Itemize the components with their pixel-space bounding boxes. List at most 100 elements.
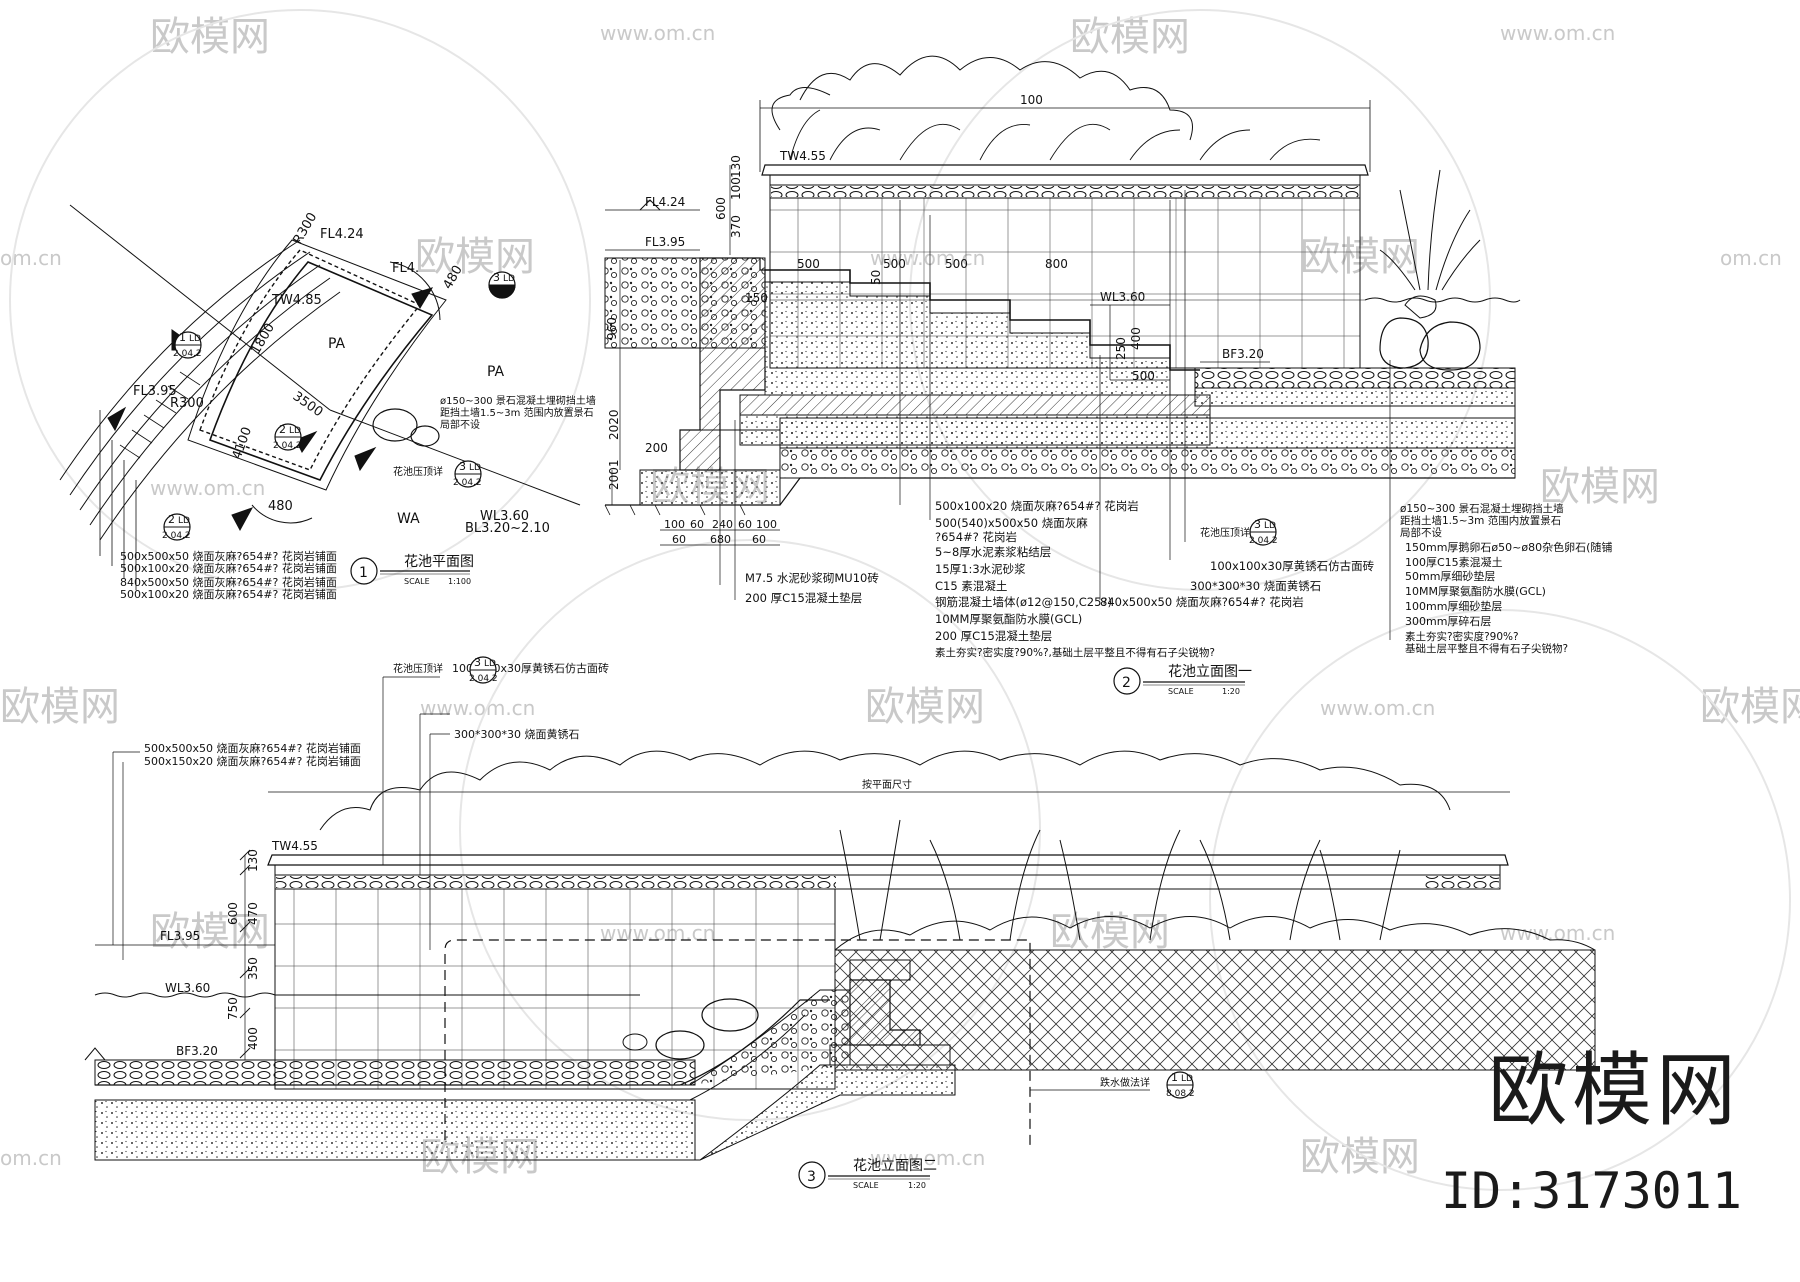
level-wl: WL3.60 [1100,290,1145,304]
detail-tag: 1 LD 8.08.2 [1166,1071,1195,1099]
svg-text:350: 350 [246,957,260,980]
watermark-logo: 欧模网 [415,234,535,280]
note-mid: 钢筋混凝土墙体(ø12@150,C25?) [935,595,1112,609]
watermark-logo: 欧模网 [1700,684,1800,730]
detail-tag: 2 LD 2.04.2 [162,513,191,541]
svg-text:600: 600 [714,197,728,220]
note-right: 素土夯实?密实度?90%? [1405,630,1519,643]
svg-text:2.04.2: 2.04.2 [453,478,482,488]
level-fl4: FL4. [392,261,419,276]
watermark-logo: 欧模网 [1540,464,1660,510]
area-pa: PA [328,336,346,352]
svg-text:1: 1 [179,331,186,344]
watermark-url: www.om.cn [600,21,715,45]
level-fl: FL3.95 [160,929,200,943]
svg-text:2001: 2001 [607,459,621,490]
level-fl395: FL3.95 [133,384,177,399]
note-mid: 15厚1:3水泥砂浆 [935,562,1026,576]
note: 500x150x20 烧面灰麻?654#? 花岗岩铺面 [144,754,361,768]
watermark-url: www.om.cn [1500,21,1615,45]
detail-tag: 3 LD 2.04.2 [453,460,482,488]
note-mid: 500(540)x500x50 烧面灰麻 [935,516,1088,530]
svg-text:2.04.2: 2.04.2 [273,441,302,451]
svg-text:60: 60 [672,533,686,546]
legend-item: 500x100x20 烧面灰麻?654#? 花岗岩铺面 [120,561,337,575]
svg-text:3: 3 [493,271,500,284]
dim-label: 4100 [230,425,255,461]
elevation-1-title-block: 2 花池立面图一 SCALE 1:20 [1113,664,1252,696]
watermark-url: www.om.cn [870,1146,985,1170]
svg-text:100: 100 [756,518,777,531]
level-fl424: FL4.24 [645,195,685,209]
detail-tag: 3 LD [488,271,516,299]
svg-text:800: 800 [1045,257,1068,271]
svg-text:LD: LD [469,463,481,473]
plan-legend: 500x500x50 烧面灰麻?654#? 花岗岩铺面 500x100x20 烧… [99,410,337,601]
brand-logo-text: 欧模网 [1488,1044,1740,1137]
level-fl395: FL3.95 [645,235,685,249]
title-number: 3 [807,1169,816,1185]
svg-text:200: 200 [645,441,668,455]
note-right: 150mm厚鹅卵石ø50~ø80杂色卵石(随铺 [1405,540,1612,554]
note-mid: 素土夯实?密实度?90%?,基础土层平整且不得有石子尖锐物? [935,646,1215,659]
plan-view [59,204,581,541]
watermark-url: www.om.cn [1320,696,1435,720]
svg-text:LD: LD [1264,521,1276,531]
scale-value: 1:20 [908,1181,926,1190]
note-center: 300*300*30 烧面黄锈石 [1190,579,1321,593]
note-mid: ?654#? 花岗岩 [935,530,1017,544]
svg-text:100: 100 [1020,93,1043,107]
svg-text:500: 500 [945,257,968,271]
svg-text:60: 60 [752,533,766,546]
note-left: M7.5 水泥砂浆砌MU10砖 [745,571,879,585]
watermark-logo: 欧模网 [1070,14,1190,60]
tag-label: 花池压顶详 [393,662,443,675]
svg-text:花池压顶详: 花池压顶详 [1200,526,1250,539]
detail-tag: 1 LD 2.04.2 [171,329,202,359]
title-number: 2 [1122,675,1131,691]
svg-text:400: 400 [246,1027,260,1050]
svg-text:2020: 2020 [607,409,621,440]
level-tw485: TW4.85 [271,293,322,308]
svg-text:130: 130 [729,155,743,178]
svg-text:500: 500 [883,257,906,271]
svg-text:LD: LD [503,274,515,284]
tag-label: 跌水做法详 [1100,1076,1150,1089]
elevation-1 [604,55,1521,640]
scale-value: 1:20 [1222,687,1240,696]
elevation-title: 花池立面图一 [1168,664,1252,680]
svg-text:60: 60 [690,518,704,531]
scale-label: SCALE [853,1181,879,1190]
svg-text:400: 400 [1129,327,1143,350]
note-mid: 500x100x20 烧面灰麻?654#? 花岗岩 [935,499,1139,513]
watermark-logo: 欧模网 [150,909,270,955]
svg-text:2.04.2: 2.04.2 [1249,536,1278,546]
svg-text:60: 60 [738,518,752,531]
plan-title-block: 1 花池平面图 SCALE 1:100 [350,554,474,586]
svg-text:2: 2 [279,423,286,436]
note-right: 100厚C15素混凝土 [1405,555,1503,569]
note-center: 840x500x50 烧面灰麻?654#? 花岗岩 [1100,595,1304,609]
svg-text:2.04.2: 2.04.2 [469,674,498,684]
detail-tag: 3 LD 2.04.2 [469,656,498,684]
watermark-url: om.cn [1720,246,1782,270]
level-wl: WL3.60 [165,981,210,995]
level-bl: BL3.20~2.10 [465,521,550,536]
svg-text:130: 130 [246,849,260,872]
elevation-2-title-block: 3 花池立面图二 SCALE 1:20 [798,1158,937,1190]
watermark-logo: 欧模网 [865,684,985,730]
note-center: 100x100x30厚黄锈石仿古面砖 [1210,559,1375,573]
scale-label: SCALE [404,577,430,586]
svg-text:150: 150 [745,291,768,305]
svg-text:2: 2 [168,513,175,526]
svg-text:2.04.2: 2.04.2 [162,531,191,541]
watermark-url: www.om.cn [1500,921,1615,945]
level-bf: BF3.20 [1222,347,1264,361]
svg-text:370: 370 [729,215,743,238]
watermark-logo: 欧模网 [150,14,270,60]
elevation-2 [84,676,1596,1161]
note-right: ø150~300 景石混凝土埋砌挡土墙 [1400,502,1564,515]
svg-text:600: 600 [226,902,240,925]
svg-text:3: 3 [474,656,481,669]
